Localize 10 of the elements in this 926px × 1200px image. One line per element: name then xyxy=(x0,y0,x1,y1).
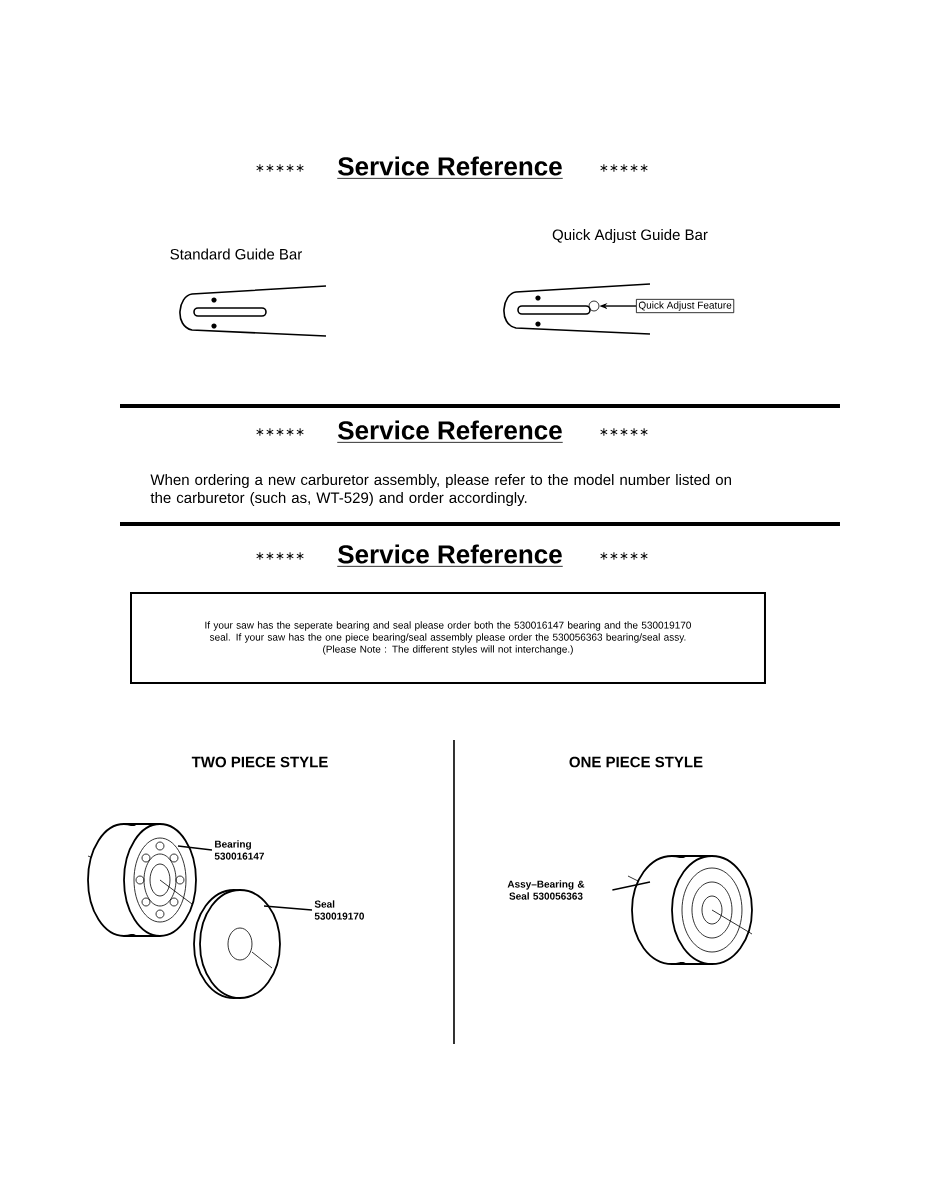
adjust-hole xyxy=(588,300,600,312)
bearing-assembly-drawing xyxy=(627,855,753,965)
section-heading: Service Reference xyxy=(336,420,564,443)
leader-line xyxy=(177,845,213,851)
section-heading: Service Reference xyxy=(336,544,564,567)
section-heading: Service Reference xyxy=(336,156,564,179)
seal-drawing xyxy=(193,889,281,999)
bearing-drawing xyxy=(87,823,197,937)
leader-line xyxy=(263,905,313,911)
leader-line xyxy=(611,881,651,891)
